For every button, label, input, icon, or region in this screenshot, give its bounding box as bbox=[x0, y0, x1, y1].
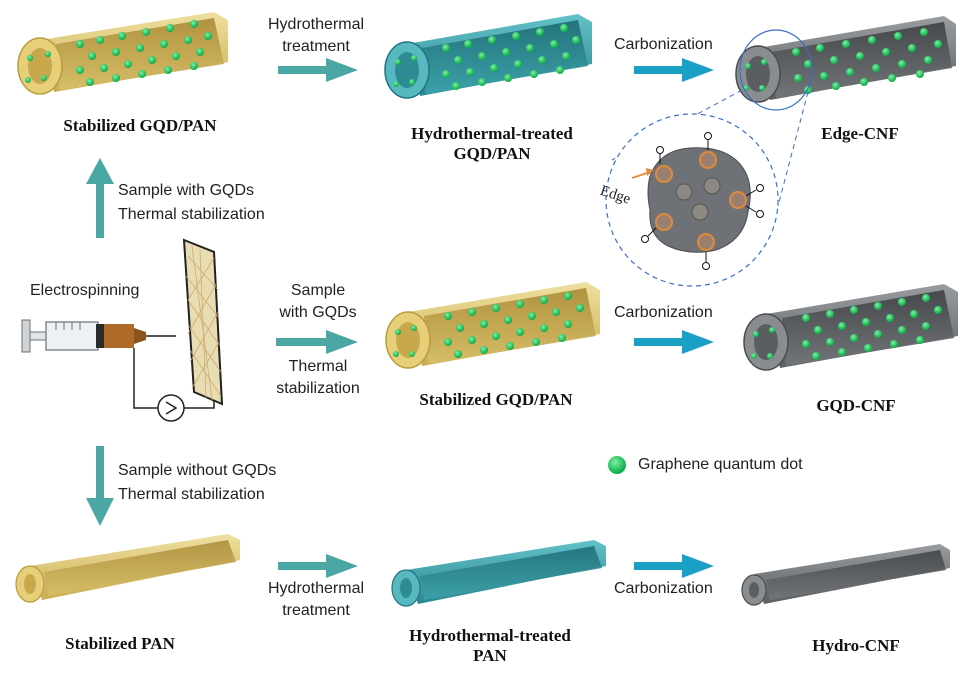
syringe-icon bbox=[21, 319, 176, 353]
fiber-bottom-hydro-pan bbox=[391, 540, 606, 607]
arrow-mid-carbonization bbox=[634, 330, 714, 354]
label-top-edge-cnf: Edge-CNF bbox=[821, 124, 899, 143]
step-down-2: Thermal stabilization bbox=[118, 486, 265, 503]
arrow-top-carbonization bbox=[634, 58, 714, 82]
label-bot-stabilized-pan: Stabilized PAN bbox=[65, 634, 175, 653]
arrow-bottom-hydrothermal bbox=[278, 554, 358, 578]
arrow-down bbox=[86, 446, 114, 526]
label-bot-hydro-1: Hydrothermal-treated bbox=[409, 626, 571, 645]
voltage-source-icon bbox=[157, 394, 185, 422]
step-top-hydro-2: treatment bbox=[282, 38, 350, 55]
legend-label: Graphene quantum dot bbox=[638, 456, 803, 473]
step-bot-hydro-1: Hydrothermal bbox=[267, 580, 365, 597]
step-mid-4: stabilization bbox=[276, 380, 360, 397]
label-top-hydro-2: GQD/PAN bbox=[453, 144, 531, 163]
oxygen-groups bbox=[641, 132, 764, 270]
gqd-dots bbox=[25, 20, 942, 360]
step-bot-carbonization: Carbonization bbox=[614, 580, 713, 597]
step-electrospinning: Electrospinning bbox=[30, 282, 140, 299]
step-up-2: Thermal stabilization bbox=[118, 206, 265, 223]
arrow-bottom-carbonization bbox=[634, 554, 714, 578]
arrow-top-hydrothermal bbox=[278, 58, 358, 82]
fiber-bottom-stabilized-pan bbox=[15, 534, 240, 603]
arrow-mid-stabilization bbox=[276, 330, 358, 354]
edge-gqd-rings bbox=[655, 151, 747, 251]
step-top-carbonization: Carbonization bbox=[614, 36, 713, 53]
step-mid-3: Thermal bbox=[288, 358, 348, 375]
step-mid-1: Sample bbox=[290, 282, 346, 299]
fiber-bottom-hydro-cnf bbox=[741, 544, 950, 606]
collector-mesh-icon bbox=[182, 238, 224, 406]
fiber-mid-gqd-cnf bbox=[743, 284, 958, 371]
label-bot-hydro-cnf: Hydro-CNF bbox=[812, 636, 900, 655]
cnf-cross-section bbox=[647, 147, 751, 253]
label-top-hydro-1: Hydrothermal-treated bbox=[411, 124, 573, 143]
label-mid-gqd-cnf: GQD-CNF bbox=[816, 396, 896, 415]
step-mid-carbonization: Carbonization bbox=[614, 304, 713, 321]
step-top-hydro-1: Hydrothermal bbox=[267, 16, 365, 33]
step-down-1: Sample without GQDs bbox=[118, 462, 277, 479]
label-top-stabilized: Stabilized GQD/PAN bbox=[63, 116, 217, 135]
interior-gqd-rings bbox=[675, 177, 721, 221]
step-mid-2: with GQDs bbox=[279, 304, 357, 321]
step-bot-hydro-2: treatment bbox=[282, 602, 350, 619]
label-bot-hydro-2: PAN bbox=[473, 646, 507, 665]
legend-dot-icon bbox=[608, 456, 626, 474]
arrow-up bbox=[86, 158, 114, 238]
edge-pointer-arrow bbox=[631, 168, 654, 179]
step-up-1: Sample with GQDs bbox=[118, 182, 255, 199]
label-mid-stabilized: Stabilized GQD/PAN bbox=[419, 390, 573, 409]
